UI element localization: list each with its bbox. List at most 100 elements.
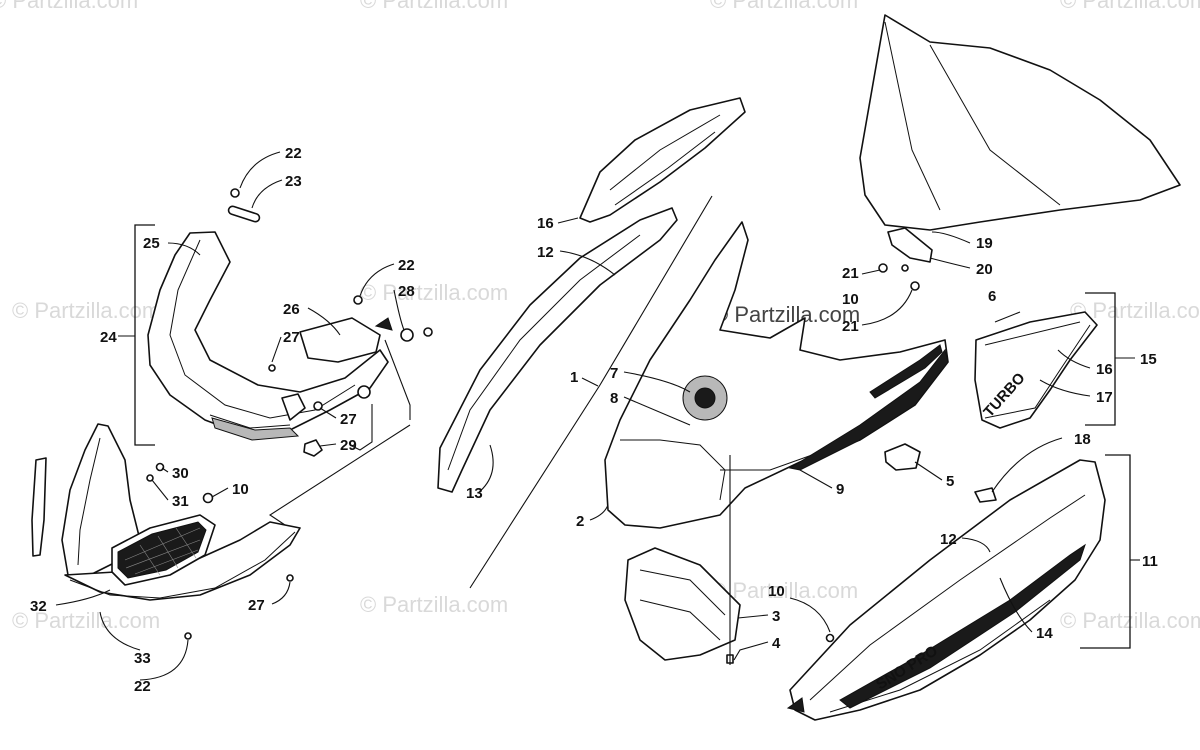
leader-line xyxy=(307,307,341,336)
washer-icon xyxy=(146,474,154,482)
nut-29 xyxy=(303,439,323,457)
leader-line xyxy=(589,504,609,521)
callout-16: 16 xyxy=(1096,361,1113,378)
leader-line xyxy=(861,289,913,326)
leader-line xyxy=(271,581,291,605)
side-deflector-detail xyxy=(77,437,101,566)
callout-27: 27 xyxy=(283,329,300,346)
clip-18 xyxy=(974,487,997,503)
leader-line xyxy=(239,151,281,189)
leader-line xyxy=(961,537,991,553)
plate-23 xyxy=(227,205,261,223)
leader-line xyxy=(139,639,189,681)
bumper-side-plate xyxy=(281,393,306,421)
leader-line xyxy=(151,479,169,501)
callout-30: 30 xyxy=(172,465,189,482)
callout-21: 21 xyxy=(842,265,859,282)
watermark: © Partzilla.com xyxy=(360,280,508,305)
leader-line xyxy=(271,336,282,363)
callout-14: 14 xyxy=(1036,625,1053,642)
callout-27: 27 xyxy=(340,411,357,428)
leader-line xyxy=(623,396,691,426)
bracket-5 xyxy=(884,443,921,471)
leader-line xyxy=(799,469,833,489)
callout-7: 7 xyxy=(610,365,618,382)
nut-icon xyxy=(400,328,414,342)
callout-3: 3 xyxy=(772,608,780,625)
leader-line xyxy=(393,289,405,331)
leader-line xyxy=(931,231,971,244)
bumper-upper-shade xyxy=(211,417,300,441)
hood-decal-stripe xyxy=(869,344,943,399)
callout-13: 13 xyxy=(466,485,483,502)
leader-line xyxy=(991,437,1063,493)
callout-16: 16 xyxy=(537,215,554,232)
group-bracket-11 xyxy=(1080,454,1131,649)
leader-line xyxy=(789,597,831,633)
lower-panel-decal-band xyxy=(839,543,1086,709)
callout-5: 5 xyxy=(946,473,954,490)
nut-icon xyxy=(202,492,214,504)
leader-line xyxy=(349,404,373,451)
side-panel-assembly: TURBO SNO PRO xyxy=(786,311,1106,721)
callout-28: 28 xyxy=(398,283,415,300)
callout-17: 17 xyxy=(1096,389,1113,406)
side-trim-12 xyxy=(437,207,678,493)
screw-icon xyxy=(155,462,165,472)
leader-line xyxy=(211,487,229,498)
leader-line xyxy=(384,339,411,420)
screw-icon xyxy=(353,295,363,305)
callout-23: 23 xyxy=(285,173,302,190)
bumper-upper-detail xyxy=(169,239,356,419)
intake-grille-mesh xyxy=(117,521,207,579)
leader-line xyxy=(319,443,337,447)
bumper-upper-detail xyxy=(209,414,291,429)
bumper-assembly xyxy=(147,188,433,457)
watermark: © Partzilla.com xyxy=(1060,0,1200,13)
screw-icon xyxy=(901,264,909,272)
leader-line xyxy=(581,377,599,387)
trim-strip-32 xyxy=(31,457,47,557)
leader-line xyxy=(1057,349,1091,369)
leader-line xyxy=(559,250,616,276)
screw-icon xyxy=(286,574,294,582)
callout-11: 11 xyxy=(1142,553,1158,570)
leader-line xyxy=(268,424,411,526)
windshield-assembly xyxy=(859,14,1181,291)
hood-vent-detail xyxy=(609,114,721,206)
nut-icon xyxy=(910,281,920,291)
callout-22: 22 xyxy=(134,678,151,695)
callout-31: 31 xyxy=(172,493,189,510)
leader-line xyxy=(167,242,201,256)
watermark: © Partzilla.com xyxy=(360,0,508,13)
headlight-detail xyxy=(639,569,726,641)
leader-line xyxy=(1039,379,1091,397)
hood-decal-9 xyxy=(788,348,949,471)
callout-19: 19 xyxy=(976,235,993,252)
bumper-upper-part xyxy=(147,231,389,436)
lower-panel-11 xyxy=(789,459,1106,721)
callout-24: 24 xyxy=(100,329,117,346)
bumper-bracket xyxy=(299,317,381,363)
leader-line xyxy=(999,577,1033,633)
callout-10: 10 xyxy=(768,583,785,600)
watermark: © Partzilla.com xyxy=(12,298,160,323)
callout-10: 10 xyxy=(842,291,859,308)
headlight-3 xyxy=(624,547,741,661)
leader-line xyxy=(557,217,579,224)
leader-line xyxy=(359,263,395,297)
leader-line xyxy=(733,641,769,661)
callout-22: 22 xyxy=(285,145,302,162)
nut-icon xyxy=(878,263,888,273)
washer-icon xyxy=(357,385,371,399)
callout-9: 9 xyxy=(836,481,844,498)
screw-icon xyxy=(268,364,276,372)
windshield-crease xyxy=(884,21,1061,211)
leader-line xyxy=(737,614,769,619)
callout-1: 1 xyxy=(570,369,578,386)
callout-2: 2 xyxy=(576,513,584,530)
callout-6: 6 xyxy=(988,288,996,305)
direction-arrow-icon xyxy=(374,317,393,331)
screw-icon xyxy=(825,633,835,643)
